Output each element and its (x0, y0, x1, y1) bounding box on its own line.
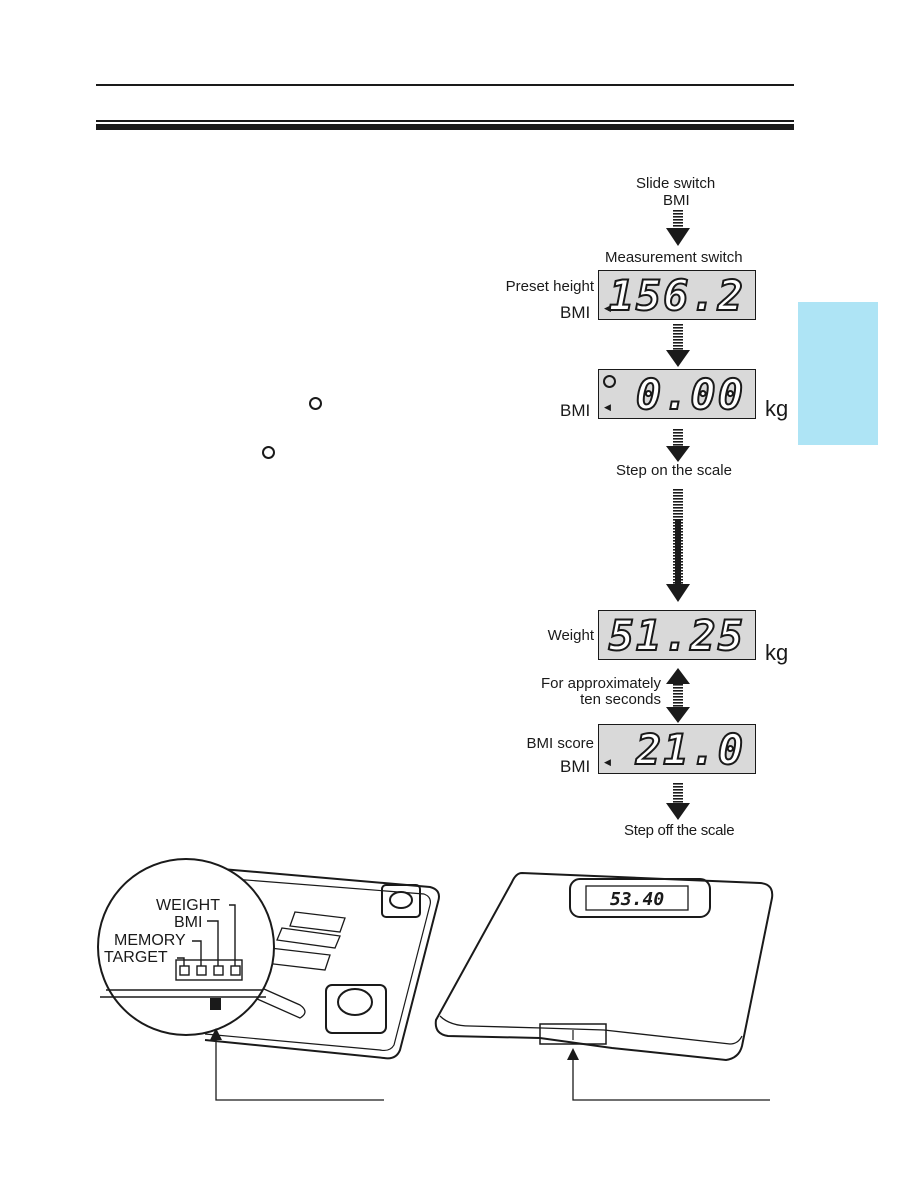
lcd-zero-value: 0.00 (635, 370, 745, 419)
circle-symbol-2 (262, 446, 275, 459)
arrow-stepon-to-weight (666, 488, 690, 602)
label-slide-switch: Slide switch (636, 175, 716, 192)
magnifier-contents (100, 904, 266, 998)
bmi-indicator-2: BMI (560, 401, 591, 420)
label-step-off: Step off the scale (624, 822, 735, 839)
label-approx-line1: For approximately (540, 675, 661, 692)
arrow-zero-to-stepon (666, 428, 690, 462)
scale-display-value: 53.40 (610, 889, 665, 910)
section-tab (798, 302, 878, 445)
lcd-zero: 0.00 ◀ (598, 369, 756, 419)
label-preset-height: Preset height (505, 278, 594, 295)
label-weight: Weight (547, 627, 594, 644)
lcd-circle-icon (603, 375, 616, 388)
lcd-bmi: 21.0 ◀ (598, 724, 756, 774)
unit-kg-1: kg (765, 396, 789, 421)
circle-symbol-1 (309, 397, 322, 410)
lcd-pointer-icon: ◀ (604, 303, 611, 313)
switch-label-weight: WEIGHT (156, 897, 220, 914)
label-bmi-score: BMI score (526, 735, 594, 752)
header-rule-thick (96, 124, 794, 130)
label-approx-line2: ten seconds (580, 691, 661, 708)
lcd-pointer-icon: ◀ (604, 402, 611, 412)
arrow-weight-bmi-bidirectional (666, 668, 690, 723)
label-measurement-switch: Measurement switch (605, 249, 743, 266)
lcd-pointer-icon: ◀ (604, 757, 611, 767)
switch-marker (210, 998, 221, 1010)
switch-label-target: TARGET (104, 949, 168, 966)
unit-kg-2: kg (765, 640, 789, 665)
arrow-bmi-to-stepoff (666, 783, 690, 820)
switch-label-memory: MEMORY (114, 932, 186, 949)
scale-front-view (434, 871, 774, 1062)
header-rule-top (96, 84, 794, 86)
lcd-weight-value: 51.25 (608, 611, 745, 660)
lcd-weight: 51.25 (598, 610, 756, 660)
switch-label-bmi: BMI (174, 914, 203, 931)
header-rule-mid (96, 120, 794, 122)
bmi-indicator-3: BMI (560, 757, 591, 776)
lcd-bmi-value: 21.0 (635, 725, 745, 774)
label-step-on: Step on the scale (616, 462, 732, 479)
lcd-preset-height-value: 156.2 (608, 271, 745, 320)
bmi-indicator-1: BMI (560, 303, 591, 322)
scale-back-view (204, 867, 440, 1060)
arrow-preset-to-zero (666, 324, 690, 367)
magnifier (97, 858, 275, 1036)
lcd-preset-height: 156.2 ◀ (598, 270, 756, 320)
label-slide-switch-bmi: BMI (663, 192, 690, 209)
arrow-slide-to-measure (666, 210, 690, 246)
